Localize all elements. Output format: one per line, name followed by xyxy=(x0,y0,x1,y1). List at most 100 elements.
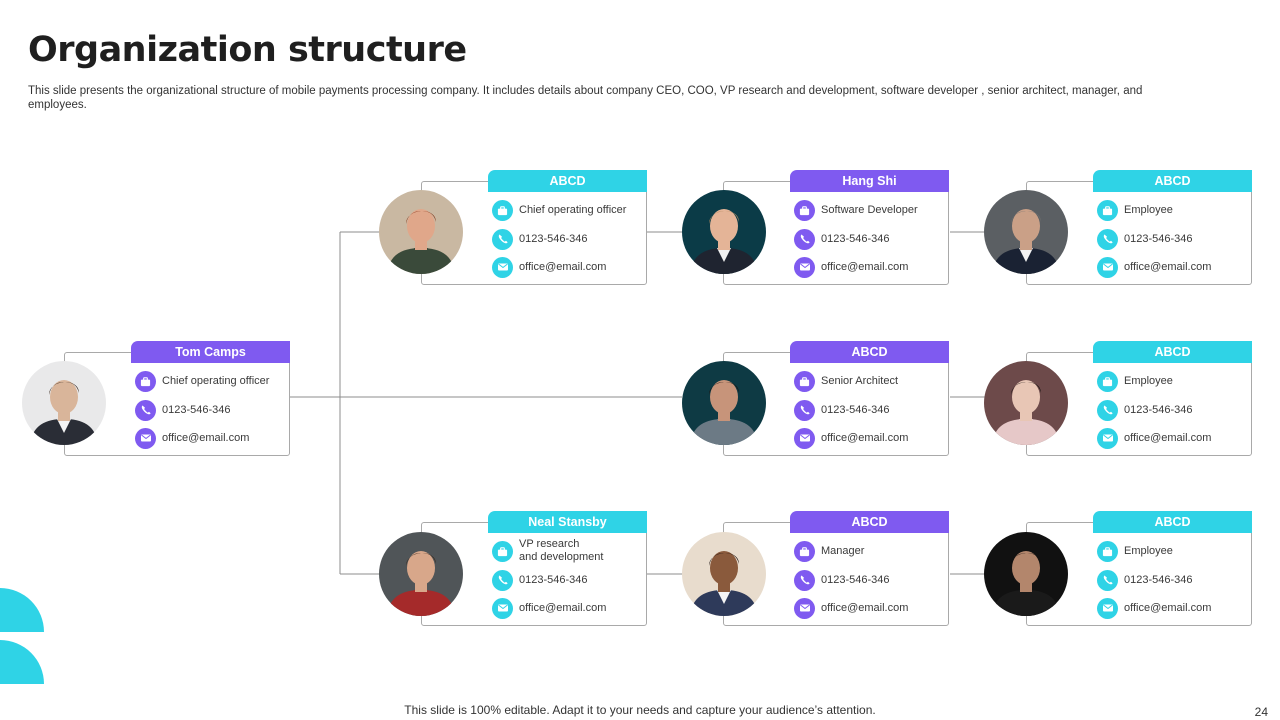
node-phone-row: 0123-546-346 xyxy=(794,569,890,591)
briefcase-icon xyxy=(794,199,815,221)
phone-number: 0123-546-346 xyxy=(519,573,588,586)
footer-note: This slide is 100% editable. Adapt it to… xyxy=(404,703,876,717)
node-role-row: Employee xyxy=(1097,199,1173,221)
email-address[interactable]: office@email.com xyxy=(162,431,250,444)
node-role-row: Employee xyxy=(1097,540,1173,562)
phone-number: 0123-546-346 xyxy=(1124,573,1193,586)
email-address[interactable]: office@email.com xyxy=(1124,260,1212,273)
node-email-row: office@email.com xyxy=(794,597,908,619)
org-node-card: ABCD Employee 0123-546-346 office@email.com xyxy=(1026,341,1252,456)
node-email-row: office@email.com xyxy=(492,256,606,278)
page-number: 24 xyxy=(1254,705,1268,719)
briefcase-icon xyxy=(1097,370,1118,392)
envelope-icon xyxy=(492,597,513,619)
phone-number: 0123-546-346 xyxy=(1124,232,1193,245)
node-role-row: Manager xyxy=(794,540,864,562)
avatar xyxy=(22,361,106,445)
role-label: Employee xyxy=(1124,544,1173,557)
phone-icon xyxy=(794,228,815,250)
person-portrait xyxy=(682,532,766,616)
role-label: Software Developer xyxy=(821,203,918,216)
avatar xyxy=(682,190,766,274)
envelope-icon xyxy=(794,597,815,619)
phone-icon xyxy=(1097,399,1118,421)
role-label: Senior Architect xyxy=(821,374,899,387)
page-title: Organization structure xyxy=(28,30,467,70)
person-portrait xyxy=(984,190,1068,274)
node-name-label: ABCD xyxy=(1093,170,1252,192)
envelope-icon xyxy=(1097,427,1118,449)
email-address[interactable]: office@email.com xyxy=(519,601,607,614)
node-phone-row: 0123-546-346 xyxy=(135,399,231,421)
role-label: Chief operating officer xyxy=(162,374,270,387)
person-portrait xyxy=(379,532,463,616)
node-role-row: Chief operating officer xyxy=(492,199,626,221)
person-portrait xyxy=(984,361,1068,445)
node-email-row: office@email.com xyxy=(1097,256,1211,278)
email-address[interactable]: office@email.com xyxy=(519,260,607,273)
avatar xyxy=(682,532,766,616)
node-role-row: Chief operating officer xyxy=(135,370,269,392)
phone-icon xyxy=(1097,228,1118,250)
node-name-label: ABCD xyxy=(1093,341,1252,363)
node-email-row: office@email.com xyxy=(794,427,908,449)
node-name-label: ABCD xyxy=(790,511,949,533)
phone-number: 0123-546-346 xyxy=(1124,403,1193,416)
briefcase-icon xyxy=(794,540,815,562)
envelope-icon xyxy=(135,427,156,449)
briefcase-icon xyxy=(1097,199,1118,221)
role-label: Employee xyxy=(1124,374,1173,387)
phone-number: 0123-546-346 xyxy=(162,403,231,416)
phone-number: 0123-546-346 xyxy=(821,232,890,245)
phone-icon xyxy=(492,228,513,250)
node-email-row: office@email.com xyxy=(794,256,908,278)
person-portrait xyxy=(22,361,106,445)
node-phone-row: 0123-546-346 xyxy=(794,228,890,250)
node-name-label: ABCD xyxy=(1093,511,1252,533)
phone-icon xyxy=(1097,569,1118,591)
email-address[interactable]: office@email.com xyxy=(821,260,909,273)
node-name-label: ABCD xyxy=(488,170,647,192)
node-name-label: Neal Stansby xyxy=(488,511,647,533)
envelope-icon xyxy=(492,256,513,278)
phone-icon xyxy=(794,399,815,421)
phone-number: 0123-546-346 xyxy=(821,573,890,586)
node-name-label: ABCD xyxy=(790,341,949,363)
phone-icon xyxy=(794,569,815,591)
node-phone-row: 0123-546-346 xyxy=(1097,228,1193,250)
node-email-row: office@email.com xyxy=(1097,427,1211,449)
briefcase-icon xyxy=(1097,540,1118,562)
org-node-card: ABCD Senior Architect 0123-546-346 office@e… xyxy=(723,341,949,456)
node-name-label: Tom Camps xyxy=(131,341,290,363)
email-address[interactable]: office@email.com xyxy=(1124,431,1212,444)
node-role-row: Employee xyxy=(1097,370,1173,392)
node-phone-row: 0123-546-346 xyxy=(794,399,890,421)
node-phone-row: 0123-546-346 xyxy=(1097,569,1193,591)
node-role-row: Senior Architect xyxy=(794,370,898,392)
node-email-row: office@email.com xyxy=(135,427,249,449)
email-address[interactable]: office@email.com xyxy=(1124,601,1212,614)
envelope-icon xyxy=(794,256,815,278)
person-portrait xyxy=(682,361,766,445)
phone-number: 0123-546-346 xyxy=(821,403,890,416)
briefcase-icon xyxy=(794,370,815,392)
phone-icon xyxy=(492,569,513,591)
page-subtitle: This slide presents the organizational s… xyxy=(28,85,1143,111)
briefcase-icon xyxy=(135,370,156,392)
role-label: VP research and development xyxy=(519,538,604,563)
node-role-row: Software Developer xyxy=(794,199,918,221)
node-email-row: office@email.com xyxy=(1097,597,1211,619)
role-label: Manager xyxy=(821,544,865,557)
org-node-card: ABCD Manager 0123-546-346 office@email.com xyxy=(723,511,949,626)
role-label: Chief operating officer xyxy=(519,203,627,216)
node-email-row: office@email.com xyxy=(492,597,606,619)
node-phone-row: 0123-546-346 xyxy=(492,569,588,591)
node-phone-row: 0123-546-346 xyxy=(1097,399,1193,421)
org-node-card: ABCD Employee 0123-546-346 office@email.com xyxy=(1026,170,1252,285)
person-portrait xyxy=(379,190,463,274)
avatar xyxy=(984,532,1068,616)
email-address[interactable]: office@email.com xyxy=(821,431,909,444)
email-address[interactable]: office@email.com xyxy=(821,601,909,614)
envelope-icon xyxy=(1097,256,1118,278)
